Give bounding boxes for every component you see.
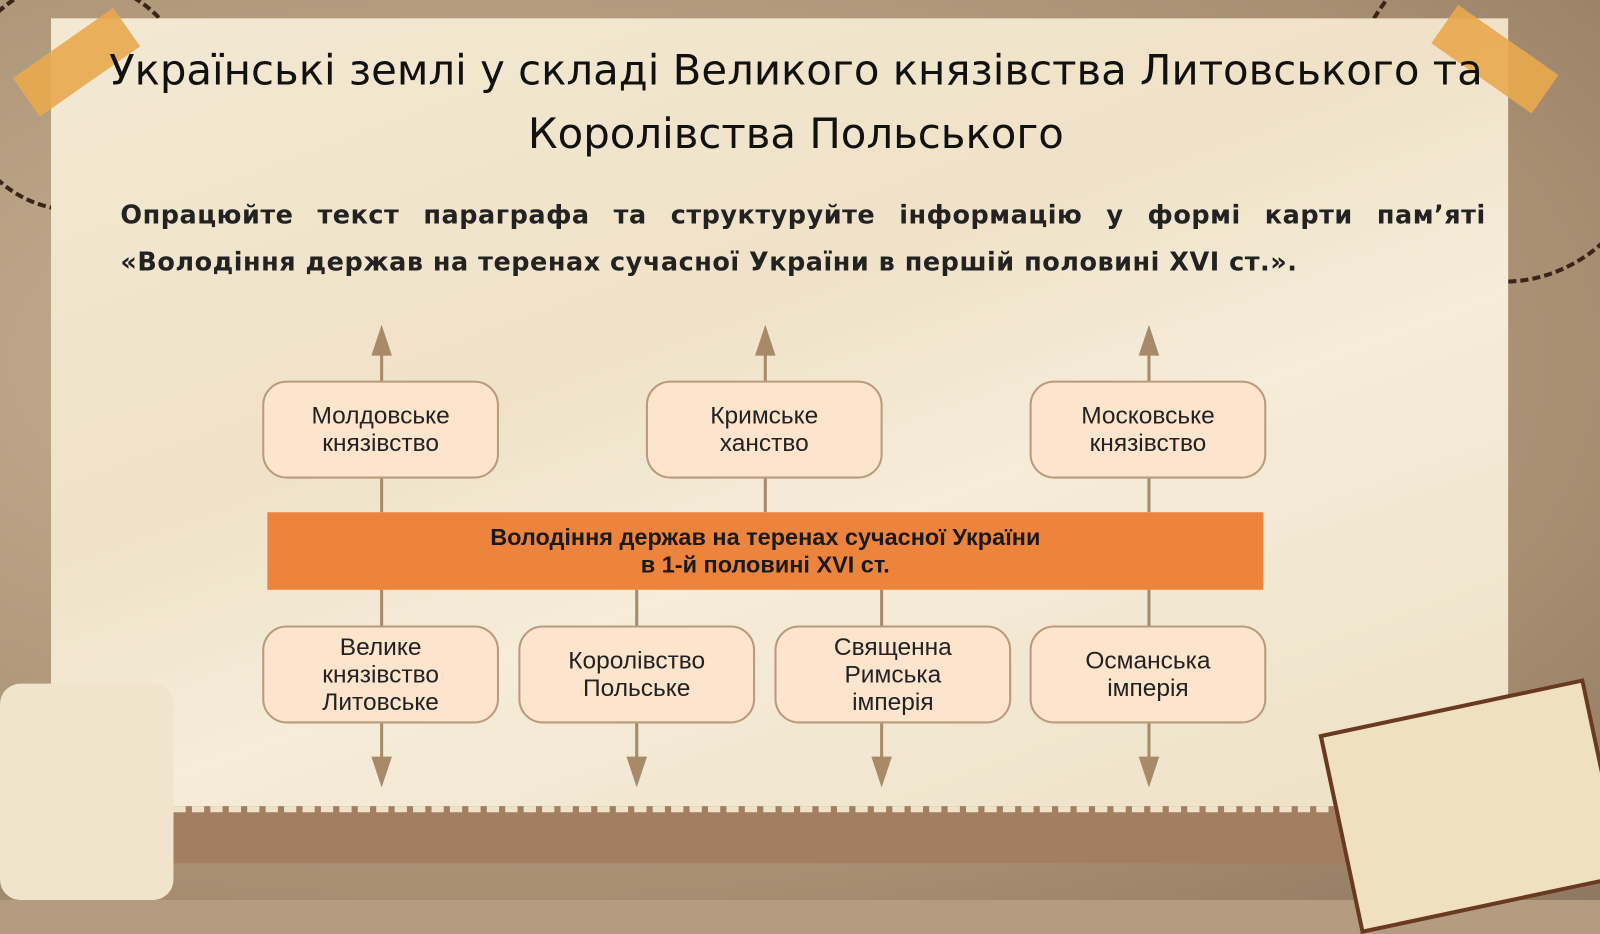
decor-torn-paper <box>173 806 1347 864</box>
arrow-down-icon <box>626 756 648 788</box>
central-topic: Володіння держав на теренах сучасної Укр… <box>267 512 1264 590</box>
arrow-down-icon <box>1138 756 1160 788</box>
node-moldavia: Молдовське князівство <box>262 380 499 479</box>
node-crimea: Кримське ханство <box>645 380 883 479</box>
node-lithuania: Велике князівство Литовське <box>262 625 499 724</box>
arrow-up-icon <box>371 324 392 356</box>
arrow-down-icon <box>371 756 392 788</box>
node-hre: Священна Римська імперія <box>774 625 1012 724</box>
arrow-up-icon <box>1138 324 1160 356</box>
node-poland: Королівство Польське <box>518 625 756 724</box>
node-muscovy: Московське князівство <box>1029 380 1267 479</box>
arrow-up-icon <box>755 324 776 356</box>
instruction-text: Опрацюйте текст параграфа та структуруйт… <box>120 199 1486 277</box>
node-ottoman: Османська імперія <box>1029 625 1267 724</box>
scroll-quill-illustration <box>0 683 174 900</box>
arrow-down-icon <box>871 756 892 788</box>
page-title: Українські землі у складі Великого князі… <box>109 45 1483 159</box>
